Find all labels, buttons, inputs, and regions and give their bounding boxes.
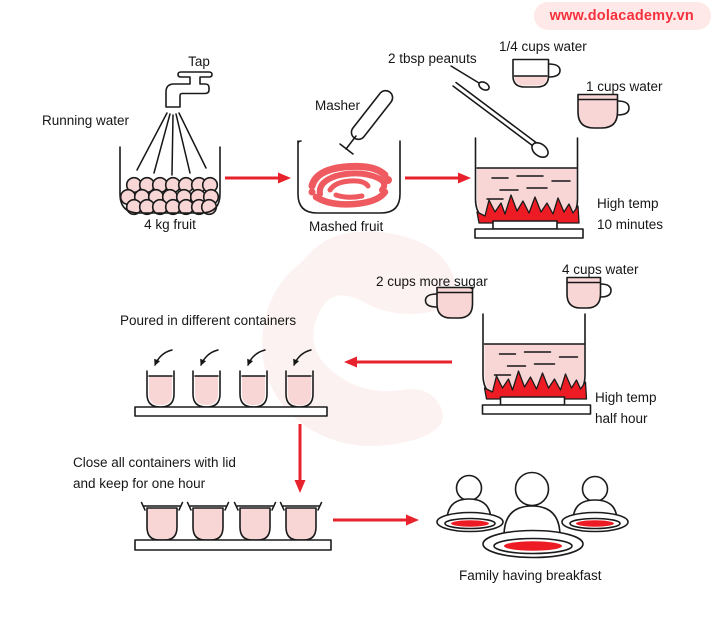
peanut-spoon-icon <box>450 65 490 91</box>
pour-cup <box>240 350 267 407</box>
arrow-pour-to-close <box>294 424 306 493</box>
one-cup-water-icon <box>577 93 630 129</box>
close-containers-label: Close all containers with lid and keep f… <box>73 452 236 494</box>
four-cups-water-icon <box>566 276 612 309</box>
arrow-mash-to-boil <box>405 172 471 184</box>
one-cup-water-label: 1 cups water <box>586 79 663 94</box>
sugar-label: 2 cups more sugar <box>376 274 488 289</box>
plate-left <box>436 511 504 533</box>
family-icon <box>436 471 629 559</box>
person-center <box>503 471 561 537</box>
liquid-dashes <box>486 175 571 200</box>
plate-right <box>561 511 629 533</box>
fruit-pieces <box>119 176 220 216</box>
arrow-close-to-family <box>333 514 419 526</box>
closed-jars <box>134 501 332 551</box>
stove-base <box>474 228 584 239</box>
peanuts-label: 2 tbsp peanuts <box>388 51 477 66</box>
site-url-badge[interactable]: www.dolacademy.vn <box>533 2 711 30</box>
poured-label: Poured in different containers <box>120 313 297 328</box>
high-temp-2-label: High temp half hour <box>595 387 657 429</box>
closed-jar <box>233 501 277 541</box>
fruit-quantity-label: 4 kg fruit <box>144 217 196 232</box>
wash-bowl <box>119 146 221 216</box>
ladle-icon <box>452 81 549 159</box>
mash-bowl <box>297 140 401 214</box>
high-temp-2-line1: High temp <box>595 390 657 405</box>
closed-jar <box>186 501 230 541</box>
pour-cup <box>146 349 175 408</box>
high-temp-1-label: High temp 10 minutes <box>597 193 663 235</box>
closed-jar <box>279 501 323 541</box>
high-temp-1-line1: High temp <box>597 196 659 211</box>
tap-icon <box>165 71 213 108</box>
mashed-fruit-swirl <box>308 162 392 208</box>
close-containers-line1: Close all containers with lid <box>73 455 236 470</box>
pour-cup <box>193 350 220 407</box>
close-tray <box>134 539 332 551</box>
family-label: Family having breakfast <box>459 568 602 583</box>
four-cups-water-label: 4 cups water <box>562 262 639 277</box>
boil-pot-2 <box>481 313 592 415</box>
pour-tray <box>134 406 328 417</box>
masher-icon <box>339 89 394 155</box>
plate-center <box>482 529 584 559</box>
high-temp-2-line2: half hour <box>595 411 648 426</box>
closed-jar <box>140 501 184 541</box>
boil-pot-1 <box>474 137 584 239</box>
sugar-cup-icon <box>424 286 474 319</box>
pour-cups <box>134 349 328 417</box>
arrow-wash-to-mash <box>225 172 291 184</box>
arrow-boil2-to-pour <box>344 356 452 368</box>
burner <box>492 220 558 230</box>
running-water-label: Running water <box>42 113 130 128</box>
mashed-fruit-label: Mashed fruit <box>309 219 384 234</box>
quarter-cup-water-label: 1/4 cups water <box>499 39 587 54</box>
tap-label: Tap <box>188 54 210 69</box>
masher-label: Masher <box>315 98 361 113</box>
close-containers-line2: and keep for one hour <box>73 476 206 491</box>
quarter-cup-water-icon <box>512 58 561 88</box>
high-temp-1-line2: 10 minutes <box>597 217 664 232</box>
flames <box>476 194 580 224</box>
water-spray-lines <box>136 112 207 176</box>
